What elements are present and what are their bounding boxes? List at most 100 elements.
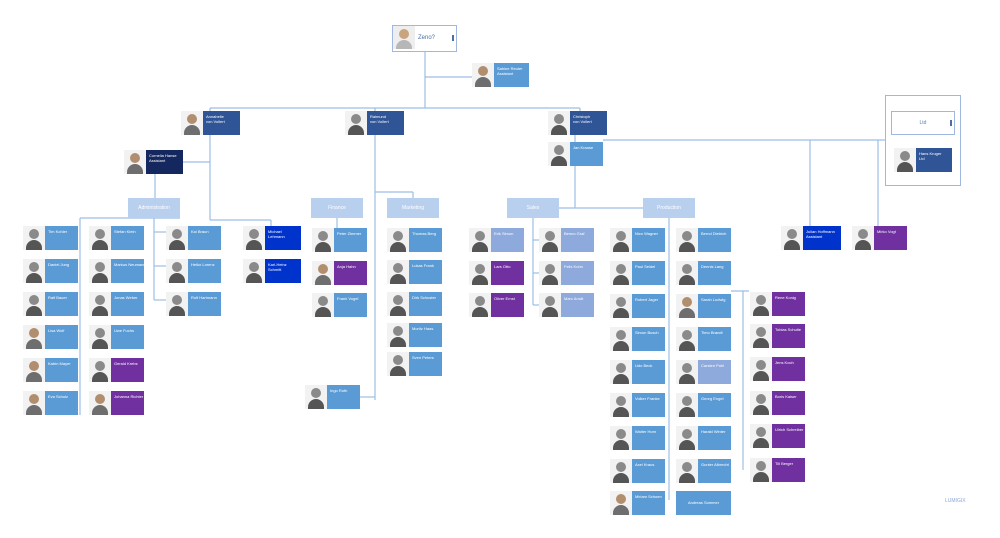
employee-card[interactable]: Michael Lehmann bbox=[243, 226, 301, 250]
avatar bbox=[89, 391, 111, 415]
collapse-handle-icon[interactable] bbox=[950, 120, 952, 126]
employee-card[interactable]: Markus Neumann bbox=[89, 259, 144, 283]
avatar bbox=[312, 293, 334, 317]
employee-card[interactable]: Gerald Krebs bbox=[89, 358, 144, 382]
employee-name: Jonas Weber bbox=[114, 295, 138, 300]
employee-card[interactable]: Oliver Ernst bbox=[469, 293, 524, 317]
employee-card[interactable]: Uwe Fuchs bbox=[89, 325, 144, 349]
employee-card[interactable]: Bernd Dietrich bbox=[676, 228, 731, 252]
ceo-card[interactable]: Zeno? bbox=[392, 25, 457, 52]
employee-card[interactable]: Andreas Sommer bbox=[676, 491, 731, 515]
department-node[interactable]: Administration bbox=[128, 198, 180, 218]
employee-card[interactable]: Lisa Wolf bbox=[23, 325, 78, 349]
employee-card[interactable]: Julian Hoffmann Assistant bbox=[781, 226, 841, 250]
employee-card[interactable]: Ralf Bauer bbox=[23, 292, 78, 316]
employee-card[interactable]: Cornelia Hanse Assistant bbox=[124, 150, 183, 174]
employee-card[interactable]: Timo Brandt bbox=[676, 327, 731, 351]
avatar bbox=[472, 63, 494, 87]
collapse-handle-icon[interactable] bbox=[452, 35, 454, 41]
employee-card[interactable]: Daniel Jung bbox=[23, 259, 78, 283]
employee-card[interactable]: Dirk Schuster bbox=[387, 292, 442, 316]
employee-card[interactable]: Gunter Albrecht bbox=[676, 459, 731, 483]
avatar bbox=[750, 391, 772, 415]
avatar bbox=[469, 261, 491, 285]
employee-card[interactable]: Lars Otto bbox=[469, 261, 524, 285]
department-node[interactable]: Production bbox=[643, 198, 695, 218]
avatar bbox=[387, 352, 409, 376]
employee-card[interactable]: Moritz Haas bbox=[387, 323, 442, 347]
employee-card[interactable]: Harald Winter bbox=[676, 426, 731, 450]
employee-card[interactable]: Kai Braun bbox=[166, 226, 221, 250]
employee-card[interactable]: Nico Wagner bbox=[610, 228, 665, 252]
employee-name: Nico Wagner bbox=[635, 231, 658, 236]
department-node[interactable]: Marketing bbox=[387, 198, 439, 218]
employee-card[interactable]: Benno Graf bbox=[539, 228, 594, 252]
employee-card[interactable]: Paul Seidel bbox=[610, 261, 665, 285]
employee-card[interactable]: Karl-Heinz Schmitt bbox=[243, 259, 301, 283]
employee-name: Dirk Schuster bbox=[412, 295, 437, 300]
avatar bbox=[852, 226, 874, 250]
department-node[interactable]: Finance bbox=[311, 198, 363, 218]
employee-card[interactable]: Anja Hahn bbox=[312, 261, 367, 285]
employee-card[interactable]: Erik Simon bbox=[469, 228, 524, 252]
legend-panel: Ltd bbox=[885, 95, 961, 186]
employee-card[interactable]: Heiko Lorenz bbox=[166, 259, 221, 283]
employee-name: Gunter Albrecht bbox=[701, 462, 729, 467]
employee-card[interactable]: Tobias Schulte bbox=[750, 324, 805, 348]
employee-card[interactable]: Sven Peters bbox=[387, 352, 442, 376]
avatar bbox=[676, 393, 698, 417]
employee-card[interactable]: Rene Konig bbox=[750, 292, 805, 316]
employee-card[interactable]: Simon Busch bbox=[610, 327, 665, 351]
employee-card[interactable]: Mirko Vogt bbox=[852, 226, 907, 250]
avatar bbox=[23, 391, 45, 415]
employee-card[interactable]: Jan Krause bbox=[548, 142, 603, 166]
employee-name: Bernd Dietrich bbox=[701, 231, 727, 236]
employee-card[interactable]: Sabine Reuter Assistant bbox=[472, 63, 529, 87]
employee-card[interactable]: Eva Schulz bbox=[23, 391, 78, 415]
employee-card[interactable]: Lukas Frank bbox=[387, 260, 442, 284]
avatar bbox=[89, 358, 111, 382]
employee-card[interactable]: Georg Engel bbox=[676, 393, 731, 417]
employee-card[interactable]: Hans Kruger Ltd bbox=[894, 148, 952, 172]
employee-card[interactable]: Volker Franke bbox=[610, 393, 665, 417]
avatar bbox=[548, 142, 570, 166]
employee-card[interactable]: Ulrich Schreiber bbox=[750, 424, 805, 448]
employee-name: Dennis Lang bbox=[701, 264, 724, 269]
employee-card[interactable]: Jens Koch bbox=[750, 357, 805, 381]
avatar bbox=[781, 226, 803, 250]
employee-card[interactable]: Udo Beck bbox=[610, 360, 665, 384]
employee-card[interactable]: Rolf Hartmann bbox=[166, 292, 221, 316]
employee-card[interactable]: Johanna Richter bbox=[89, 391, 144, 415]
employee-card[interactable]: Sarah Ludwig bbox=[676, 294, 731, 318]
department-node[interactable]: Sales bbox=[507, 198, 559, 218]
avatar bbox=[548, 111, 570, 135]
employee-card[interactable]: Thomas Berg bbox=[387, 228, 442, 252]
employee-card[interactable]: Katrin Mayer bbox=[23, 358, 78, 382]
employee-card[interactable]: Peter Zimmer bbox=[312, 228, 367, 252]
employee-card[interactable]: Miriam Schoen bbox=[610, 491, 665, 515]
employee-card[interactable]: Walter Horn bbox=[610, 426, 665, 450]
avatar bbox=[23, 259, 45, 283]
employee-card[interactable]: Carsten Pohl bbox=[676, 360, 731, 384]
employee-card[interactable]: Robert Jager bbox=[610, 294, 665, 318]
employee-name: Harald Winter bbox=[701, 429, 726, 434]
employee-card[interactable]: Ingo Roth bbox=[305, 385, 360, 409]
avatar bbox=[166, 226, 188, 250]
legend-box[interactable]: Ltd bbox=[891, 111, 955, 135]
employee-card[interactable]: Till Berger bbox=[750, 458, 805, 482]
employee-card[interactable]: Christoph von Vollert bbox=[548, 111, 607, 135]
employee-card[interactable]: Dennis Lang bbox=[676, 261, 731, 285]
employee-card[interactable]: Raimund von Vollert bbox=[345, 111, 404, 135]
employee-card[interactable]: Marc Arndt bbox=[539, 293, 594, 317]
employee-card[interactable]: Jonas Weber bbox=[89, 292, 144, 316]
employee-card[interactable]: Annabelle von Vollert bbox=[181, 111, 240, 135]
employee-card[interactable]: Boris Kaiser bbox=[750, 391, 805, 415]
employee-card[interactable]: Felix Kuhn bbox=[539, 261, 594, 285]
employee-card[interactable]: Stefan Klein bbox=[89, 226, 144, 250]
employee-name: Johanna Richter bbox=[114, 394, 144, 399]
employee-card[interactable]: Tim Kohler bbox=[23, 226, 78, 250]
employee-card[interactable]: Axel Kraus bbox=[610, 459, 665, 483]
employee-name: Marc Arndt bbox=[564, 296, 584, 301]
employee-card[interactable]: Frank Vogel bbox=[312, 293, 367, 317]
